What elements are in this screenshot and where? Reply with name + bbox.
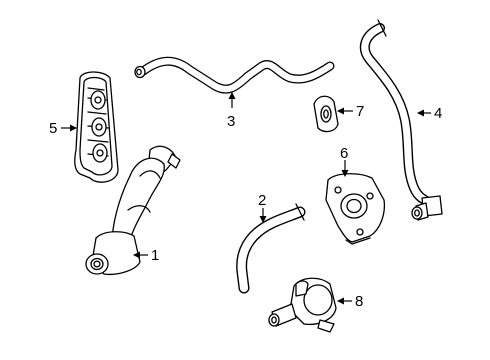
callout-label-6: 6 [340,145,348,162]
callout-5: 5 [49,120,77,137]
callout-6: 6 [340,145,349,177]
callout-3: 3 [227,92,236,130]
part-3-hose [134,56,335,94]
part-7-seal [313,95,339,133]
callout-label-8: 8 [355,293,363,310]
callout-label-7: 7 [356,103,364,120]
part-4-hose [359,19,443,221]
part-6-adapter [325,173,386,245]
callout-1: 1 [133,247,159,264]
callout-8: 8 [337,293,363,310]
callout-label-2: 2 [258,192,266,209]
part-5-cover [74,71,119,183]
callout-label-1: 1 [151,247,159,264]
part-1-housing [85,145,181,276]
callout-7: 7 [337,103,364,120]
callout-label-5: 5 [49,120,57,137]
callout-label-3: 3 [227,113,235,130]
part-8-pump [268,277,337,333]
part-2-hose [236,203,306,294]
callout-label-4: 4 [434,105,442,122]
callout-2: 2 [258,192,267,223]
callout-4: 4 [417,105,442,122]
